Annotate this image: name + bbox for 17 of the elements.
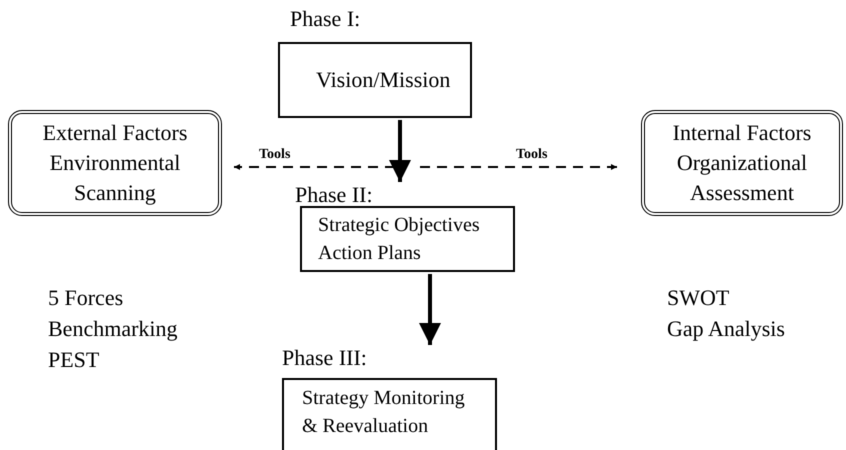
arrow <box>419 274 441 345</box>
arrow <box>234 164 395 170</box>
phase-heading: Phase I: <box>289 6 362 32</box>
factor-box: External Factors Environmental Scanning <box>8 110 222 216</box>
factor-box: Internal Factors Organizational Assessment <box>641 110 843 216</box>
process-box: Strategic Objectives Action Plans <box>300 206 515 272</box>
tool-name: Benchmarking <box>48 316 178 342</box>
tool-name: PEST <box>48 347 100 373</box>
arrow <box>389 120 411 182</box>
phase-heading: Phase II: <box>295 182 374 208</box>
process-box: Vision/Mission <box>278 42 472 118</box>
arrow <box>420 164 617 170</box>
tool-name: 5 Forces <box>48 285 124 311</box>
phase-heading: Phase III: <box>282 345 368 371</box>
process-box: Strategy Monitoring & Reevaluation <box>282 378 497 450</box>
tool-name: Gap Analysis <box>667 316 785 342</box>
tool-name: SWOT <box>667 285 730 311</box>
